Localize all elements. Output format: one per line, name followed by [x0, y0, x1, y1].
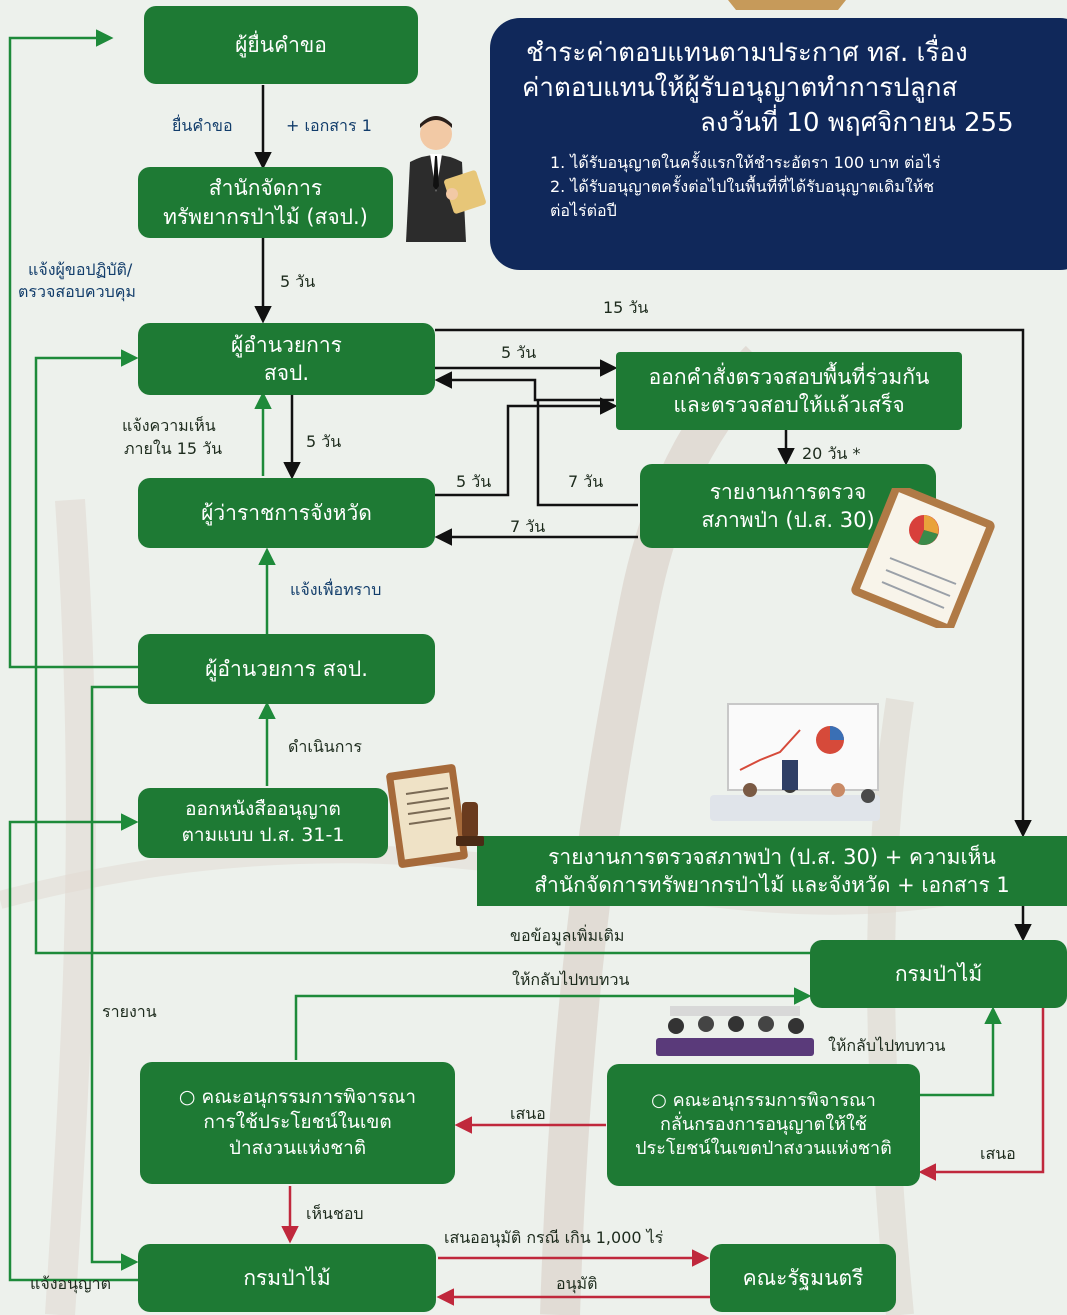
box-applicant-label: ผู้ยื่นคำขอ	[235, 32, 327, 57]
box-rfd: กรมป่าไม้	[810, 940, 1067, 1008]
fee-title-line-2: ค่าตอบแทนให้ผู้รับอนุญาตทำการปลูกส	[522, 73, 958, 104]
box-forest-office-line-2: ทรัพยากรป่าไม้ (สจป.)	[163, 204, 368, 229]
arrow-rfdbottom-to-license	[8, 813, 139, 1282]
label-15days: 15 วัน	[603, 298, 649, 317]
label-20days: 20 วัน *	[802, 444, 861, 463]
box-director-line-2: สจป.	[263, 361, 310, 385]
label-report: รายงาน	[102, 1002, 157, 1021]
arrow-leftcom-to-rfd	[294, 987, 812, 1060]
box-inspect-order-line-2: และตรวจสอบให้แล้วเสร็จ	[673, 393, 905, 417]
box-inspect-report-line-1: รายงานการตรวจ	[709, 479, 867, 504]
label-propose-2: เสนอ	[980, 1144, 1016, 1163]
box-committee-right-line-2: กลั่นกรองการอนุญาตให้ใช้	[660, 1113, 867, 1135]
box-committee-right-line-1: ○ คณะอนุกรรมการพิจารณา	[651, 1089, 876, 1111]
box-director-b: ผู้อำนวยการ สจป.	[138, 634, 435, 704]
arrow-director-to-summary	[435, 328, 1032, 838]
label-opinion-2: ภายใน 15 วัน	[124, 439, 223, 458]
fee-item-2: 2. ได้รับอนุญาตครั้งต่อไปในพื้นที่ที่ได้…	[550, 177, 935, 197]
box-cabinet-label: คณะรัฐมนตรี	[742, 1265, 864, 1290]
box-governor: ผู้ว่าราชการจังหวัด	[138, 478, 435, 548]
label-notify-license: แจ้งอนุญาต	[30, 1274, 112, 1293]
label-5days-d: 5 วัน	[456, 472, 492, 491]
box-committee-left-line-3: ป่าสงวนแห่งชาติ	[228, 1136, 367, 1159]
label-5days-c: 5 วัน	[306, 432, 342, 451]
label-review-2: ให้กลับไปทบทวน	[828, 1036, 946, 1055]
box-director-line-1: ผู้อำนวยการ	[231, 332, 342, 357]
box-committee-left-line-1: ○ คณะอนุกรรมการพิจารณา	[178, 1085, 417, 1108]
label-review-1: ให้กลับไปทบทวน	[512, 970, 630, 989]
arrow-directorb-to-rfdbottom	[90, 685, 139, 1271]
box-summary-line-2: สำนักจัดการทรัพยากรป่าไม้ และจังหวัด + เ…	[534, 873, 1010, 897]
label-submit: ยื่นคำขอ	[172, 116, 233, 135]
box-committee-left: ○ คณะอนุกรรมการพิจารณา การใช้ประโยชน์ในเ…	[140, 1062, 455, 1184]
label-inform: แจ้งเพื่อทราบ	[290, 580, 382, 599]
fee-title-line-3: ลงวันที่ 10 พฤศจิกายน 255	[700, 108, 1014, 139]
arrow-governor-to-inspect	[435, 397, 618, 497]
box-inspect-order-line-1: ออกคำสั่งตรวจสอบพื้นที่ร่วมกัน	[648, 364, 930, 389]
label-doc1: + เอกสาร 1	[286, 116, 372, 135]
fee-item-2-cont: ต่อไร่ต่อปี	[550, 201, 617, 221]
box-license-line-1: ออกหนังสืออนุญาต	[185, 798, 341, 821]
box-rfd-bottom-label: กรมป่าไม้	[243, 1265, 331, 1290]
box-forest-office: สำนักจัดการ ทรัพยากรป่าไม้ (สจป.)	[138, 167, 393, 238]
box-director-b-label: ผู้อำนวยการ สจป.	[205, 656, 368, 681]
box-director: ผู้อำนวยการ สจป.	[138, 323, 435, 395]
box-applicant: ผู้ยื่นคำขอ	[144, 6, 418, 84]
book-illustration	[728, 0, 846, 10]
label-notify-applicant-2: ตรวจสอบควบคุม	[18, 282, 136, 301]
fee-info-panel: ชำระค่าตอบแทนตามประกาศ ทส. เรื่อง ค่าตอบ…	[490, 18, 1067, 270]
box-committee-left-line-2: การใช้ประโยชน์ในเขต	[203, 1111, 392, 1134]
arrow-inspect-to-director	[434, 371, 614, 402]
arrow-rfd-to-director	[34, 349, 810, 955]
box-rfd-bottom: กรมป่าไม้	[138, 1244, 436, 1312]
meeting-illustration	[656, 1006, 814, 1056]
arrow-directorb-to-applicant	[8, 29, 138, 669]
arrow-rightcom-to-rfd	[918, 1006, 1002, 1097]
box-forest-office-line-1: สำนักจัดการ	[208, 176, 323, 201]
label-proceed: ดำเนินการ	[288, 737, 362, 756]
fee-title-line-1: ชำระค่าตอบแทนตามประกาศ ทส. เรื่อง	[526, 38, 968, 68]
box-summary: รายงานการตรวจสภาพป่า (ป.ส. 30) + ความเห็…	[477, 836, 1067, 906]
box-committee-right: ○ คณะอนุกรรมการพิจารณา กลั่นกรองการอนุญา…	[607, 1064, 920, 1186]
box-license-line-2: ตามแบบ ป.ส. 31-1	[181, 824, 345, 846]
label-5days-b: 5 วัน	[501, 343, 537, 362]
fee-item-1: 1. ได้รับอนุญาตในครั้งแรกให้ชำระอัตรา 10…	[550, 153, 941, 173]
label-7days-b: 7 วัน	[510, 517, 546, 536]
officer-illustration	[406, 116, 486, 242]
label-7days-a: 7 วัน	[568, 472, 604, 491]
box-governor-label: ผู้ว่าราชการจังหวัด	[201, 500, 372, 525]
label-opinion-1: แจ้งความเห็น	[122, 416, 216, 435]
box-cabinet: คณะรัฐมนตรี	[710, 1244, 896, 1312]
label-more-info: ขอข้อมูลเพิ่มเติม	[510, 926, 625, 945]
arrow-rfd-to-rightcom	[918, 1008, 1045, 1181]
label-notify-applicant-1: แจ้งผู้ขอปฏิบัติ/	[28, 260, 133, 279]
box-inspect-order: ออกคำสั่งตรวจสอบพื้นที่ร่วมกัน และตรวจสอ…	[616, 352, 962, 430]
box-rfd-label: กรมป่าไม้	[894, 961, 983, 986]
label-approve-ok: เห็นชอบ	[306, 1204, 364, 1223]
label-5days-a: 5 วัน	[280, 272, 316, 291]
label-propose-1: เสนอ	[510, 1104, 546, 1123]
license-document-illustration	[386, 764, 484, 868]
label-approved: อนุมัติ	[556, 1274, 598, 1293]
arrow-report-to-inspect	[536, 400, 638, 507]
box-license: ออกหนังสืออนุญาต ตามแบบ ป.ส. 31-1	[138, 788, 388, 858]
box-inspect-report-line-2: สภาพป่า (ป.ส. 30)	[701, 508, 875, 532]
clipboard-chart-illustration	[851, 488, 995, 628]
label-propose-cabinet: เสนออนุมัติ กรณี เกิน 1,000 ไร่	[444, 1228, 664, 1247]
box-summary-line-1: รายงานการตรวจสภาพป่า (ป.ส. 30) + ความเห็…	[548, 844, 996, 869]
box-committee-right-line-3: ประโยชน์ในเขตป่าสงวนแห่งชาติ	[635, 1138, 892, 1160]
presentation-illustration	[710, 703, 880, 821]
